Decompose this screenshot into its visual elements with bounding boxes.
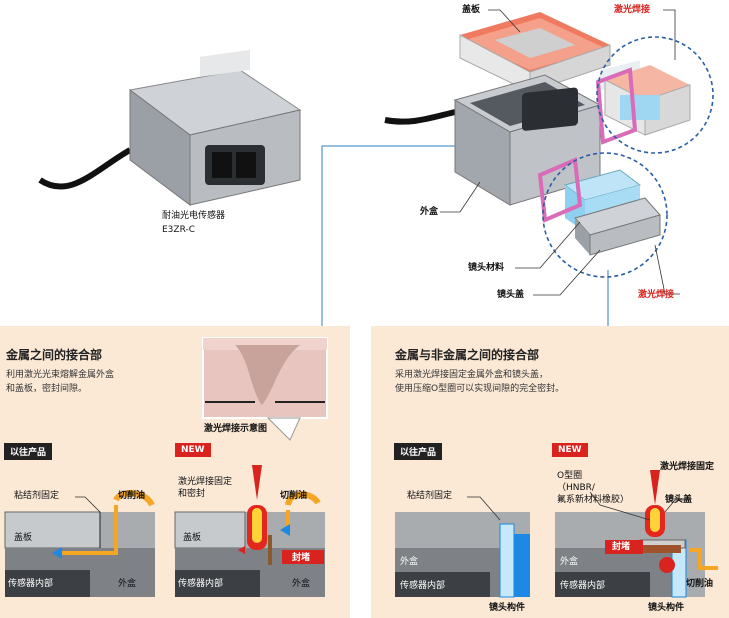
product-model: E3ZR-C	[162, 225, 195, 235]
left-new-housing: 外盒	[292, 579, 311, 589]
right-panel-title: 金属与非金属之间的接合部	[395, 348, 540, 362]
product-name: 耐油光电传感器	[162, 211, 226, 221]
right-new-o-ring: O型圈 （HNBR/ 氟系新材料橡胶）	[557, 471, 630, 505]
left-old-badge: 以往产品	[4, 443, 53, 460]
left-panel-description: 利用激光光束熔解金属外盒 和盖板，密封间隙。	[6, 370, 115, 394]
right-panel-description: 采用激光焊接固定金属外盒和镜头盖， 使用压缩O型圈可以实现间隙的完全密封。	[395, 370, 565, 394]
label-laser-weld-top: 激光焊接	[614, 5, 651, 15]
left-new-diagram	[174, 465, 325, 597]
left-new-weld-fix: 激光焊接固定 和密封	[178, 477, 233, 499]
left-new-cover: 盖板	[183, 533, 202, 543]
label-lens-cover: 镜头盖	[497, 290, 525, 300]
right-old-badge: 以往产品	[394, 443, 443, 460]
right-new-badge: NEW	[552, 443, 588, 457]
right-old-inside: 传感器内部	[400, 581, 446, 591]
left-old-adhesive: 粘结剂固定	[14, 491, 60, 501]
left-new-cutting-oil: 切削油	[280, 491, 308, 501]
detail-circle-bottom	[542, 152, 668, 278]
label-cover: 盖板	[462, 5, 481, 15]
weld-detail-top	[595, 65, 691, 145]
right-new-weld-fix: 激光焊接固定	[660, 462, 715, 472]
left-old-inside: 传感器内部	[8, 579, 54, 589]
right-new-diagram	[555, 470, 718, 598]
left-old-cutting-oil: 切削油	[118, 491, 146, 501]
exploded-housing	[384, 74, 602, 206]
detail-circle-top	[596, 36, 714, 154]
label-laser-weld-bottom: 激光焊接	[638, 290, 675, 300]
left-old-cover: 盖板	[14, 533, 33, 543]
right-new-lens-part: 镜头构件	[648, 603, 685, 613]
leader-lines	[440, 9, 680, 296]
label-housing: 外盒	[420, 207, 439, 217]
right-new-inside: 传感器内部	[560, 581, 606, 591]
right-old-diagram	[395, 496, 530, 598]
left-old-diagram	[4, 490, 155, 597]
exploded-cover	[459, 12, 611, 93]
right-new-housing: 外盒	[560, 557, 579, 567]
left-panel-title: 金属之间的接合部	[6, 348, 103, 362]
connector-line-left	[321, 145, 460, 326]
left-new-block: 封堵	[292, 553, 311, 563]
right-old-adhesive: 粘结剂固定	[407, 491, 453, 501]
right-old-lens-part: 镜头构件	[489, 603, 526, 613]
right-old-housing: 外盒	[400, 557, 419, 567]
right-new-lens-cover: 镜头盖	[665, 495, 693, 505]
left-new-badge: NEW	[175, 443, 211, 457]
left-old-housing: 外盒	[118, 579, 137, 589]
weld-photo	[202, 337, 328, 441]
photo-caption: 激光焊接示意图	[204, 424, 268, 434]
right-new-cutting-oil: 切削油	[686, 579, 714, 589]
right-new-block: 封堵	[612, 542, 631, 552]
sensor-photo	[38, 49, 302, 206]
label-lens-material: 镜头材料	[468, 263, 505, 273]
left-new-inside: 传感器内部	[178, 579, 224, 589]
